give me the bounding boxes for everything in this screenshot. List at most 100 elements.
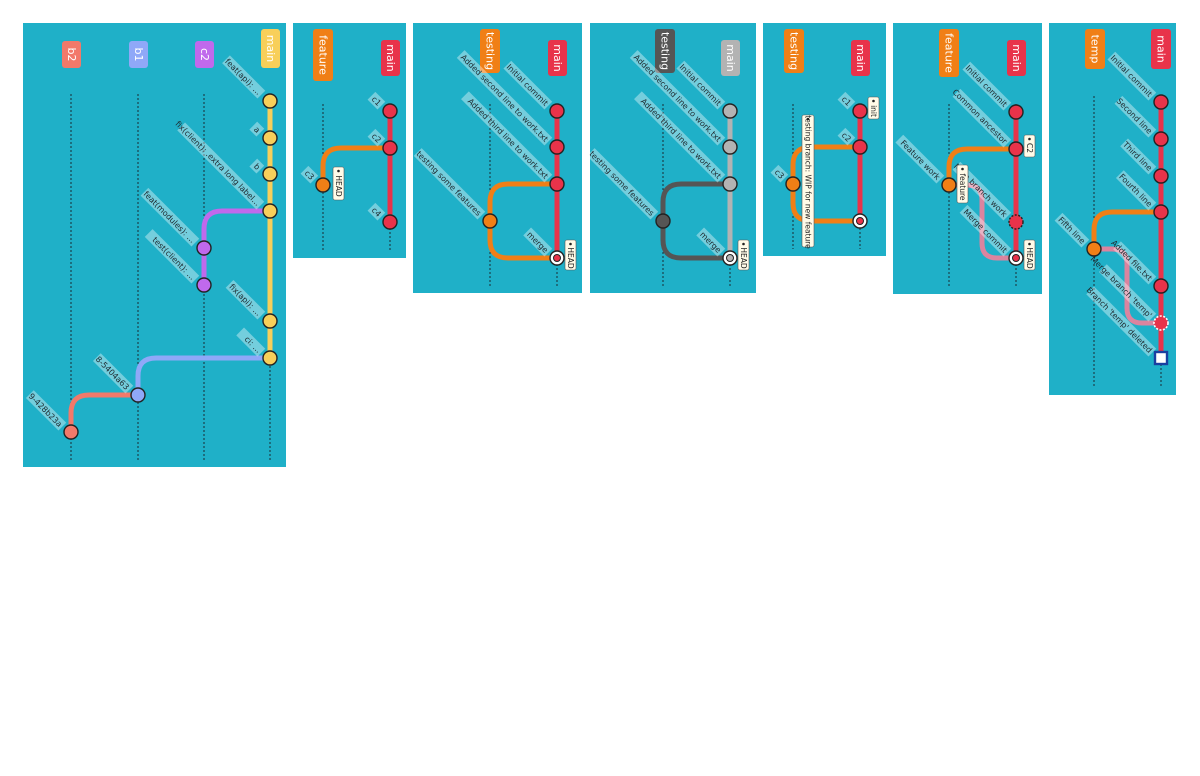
commit-node[interactable] (63, 424, 79, 440)
commit-node[interactable] (852, 139, 868, 155)
svg-text:HEAD: HEAD (566, 247, 575, 269)
commit-node[interactable] (1153, 94, 1169, 110)
branch-label-feature: feature (313, 29, 333, 81)
panel-6: feature main Initial commit Common ances… (893, 23, 1042, 294)
commit-node[interactable] (722, 176, 738, 192)
commit-node[interactable] (941, 177, 957, 193)
commit-label: c3 (770, 164, 789, 183)
commit-node[interactable] (130, 387, 146, 403)
commit-node[interactable] (722, 139, 738, 155)
commit-label: c2 (367, 128, 386, 147)
svg-text:main: main (724, 44, 737, 72)
svg-text:feature: feature (317, 35, 330, 75)
commit-label: c2 (837, 127, 856, 146)
svg-text:c2: c2 (198, 48, 211, 61)
branch-label-feature: feature (939, 29, 959, 77)
svg-text:C2: C2 (1025, 143, 1034, 153)
tag-head: HEAD (737, 239, 750, 271)
panel-5: testing main c1 c2 c3 init (763, 23, 886, 256)
commit-node[interactable] (549, 103, 565, 119)
commit-node[interactable] (382, 103, 398, 119)
svg-text:testing: testing (788, 32, 801, 70)
commit-node[interactable] (262, 203, 278, 219)
commit-label: c1 (837, 91, 856, 110)
svg-text:b: b (252, 162, 262, 172)
commit-label: c3 (300, 165, 319, 184)
commit-node[interactable] (262, 130, 278, 146)
lane-feature (946, 146, 1019, 188)
commit-node[interactable] (1008, 214, 1024, 230)
panel-1-background (23, 23, 286, 467)
lane-feature (320, 145, 393, 188)
panel-3: testing main Initial commit Added second… (413, 23, 582, 293)
commit-node[interactable] (196, 240, 212, 256)
panel-1: b2 b1 c2 main feat(api): ... (23, 23, 286, 467)
svg-text:feature: feature (958, 173, 967, 200)
commit-node[interactable] (1153, 204, 1169, 220)
commit-node[interactable] (262, 350, 278, 366)
commit-node[interactable] (262, 166, 278, 182)
commit-node[interactable] (1008, 141, 1024, 157)
svg-text:main: main (384, 44, 397, 72)
commit-node[interactable] (1153, 278, 1169, 294)
branch-label-b1: b1 (129, 41, 148, 68)
highlight-path (1091, 246, 1164, 326)
panel-7: temp main Initial commit Second line Thi… (1049, 23, 1176, 395)
highlight-path (946, 182, 1019, 261)
commit-node[interactable] (785, 176, 801, 192)
branch-label-main: main (721, 40, 740, 76)
svg-text:testing: testing (659, 32, 672, 70)
commit-node[interactable] (549, 139, 565, 155)
commit-node[interactable] (262, 93, 278, 109)
svg-text:feature: feature (943, 33, 956, 73)
branch-label-temp: temp (1085, 29, 1105, 69)
tag-head: HEAD (332, 166, 345, 201)
svg-text:HEAD: HEAD (1025, 247, 1034, 269)
tag-head: HEAD (564, 239, 577, 271)
svg-text:init: init (869, 105, 878, 117)
commit-label: c1 (367, 91, 386, 110)
branch-deleted-marker[interactable] (1153, 350, 1169, 366)
commit-node[interactable] (382, 214, 398, 230)
branch-label-main: main (1151, 29, 1171, 69)
branch-label-testing: testing (655, 29, 675, 73)
svg-text:main: main (854, 44, 867, 72)
merge-commit-dot (1012, 254, 1020, 262)
commit-node[interactable] (482, 213, 498, 229)
lane-b2 (68, 392, 141, 435)
branch-label-main: main (548, 40, 567, 76)
commit-node[interactable] (382, 140, 398, 156)
svg-text:main: main (1155, 35, 1168, 63)
merge-commit-dot (553, 254, 561, 262)
svg-text:HEAD: HEAD (334, 175, 343, 197)
lane-temp (1091, 209, 1164, 252)
commit-label: a (249, 121, 265, 137)
tag-head: HEAD (1023, 239, 1036, 271)
commit-node[interactable] (1153, 168, 1169, 184)
commit-node[interactable] (852, 103, 868, 119)
commit-node[interactable] (196, 277, 212, 293)
tag-c2: C2 (1023, 134, 1036, 158)
commit-node[interactable] (1153, 131, 1169, 147)
merge-commit-node[interactable] (1153, 315, 1169, 331)
svg-text:a: a (252, 125, 262, 135)
merge-commit-dot (856, 217, 864, 225)
branch-label-main: main (261, 29, 280, 68)
tag-init: init (867, 96, 880, 120)
commit-node[interactable] (315, 177, 331, 193)
commit-node[interactable] (1086, 241, 1102, 257)
commit-node[interactable] (262, 313, 278, 329)
branch-label-main: main (851, 40, 870, 76)
lane-c2 (201, 208, 273, 288)
svg-text:main: main (264, 35, 277, 63)
commit-node[interactable] (722, 103, 738, 119)
commit-label: c4 (367, 202, 386, 221)
commit-label: b (249, 158, 265, 174)
commit-node[interactable] (1008, 104, 1024, 120)
panel-4: testing main Initial commit Added second… (586, 23, 756, 293)
branch-label-b2: b2 (62, 41, 81, 68)
commit-node[interactable] (655, 213, 671, 229)
svg-text:testing: testing (484, 32, 497, 70)
commit-node[interactable] (549, 176, 565, 192)
